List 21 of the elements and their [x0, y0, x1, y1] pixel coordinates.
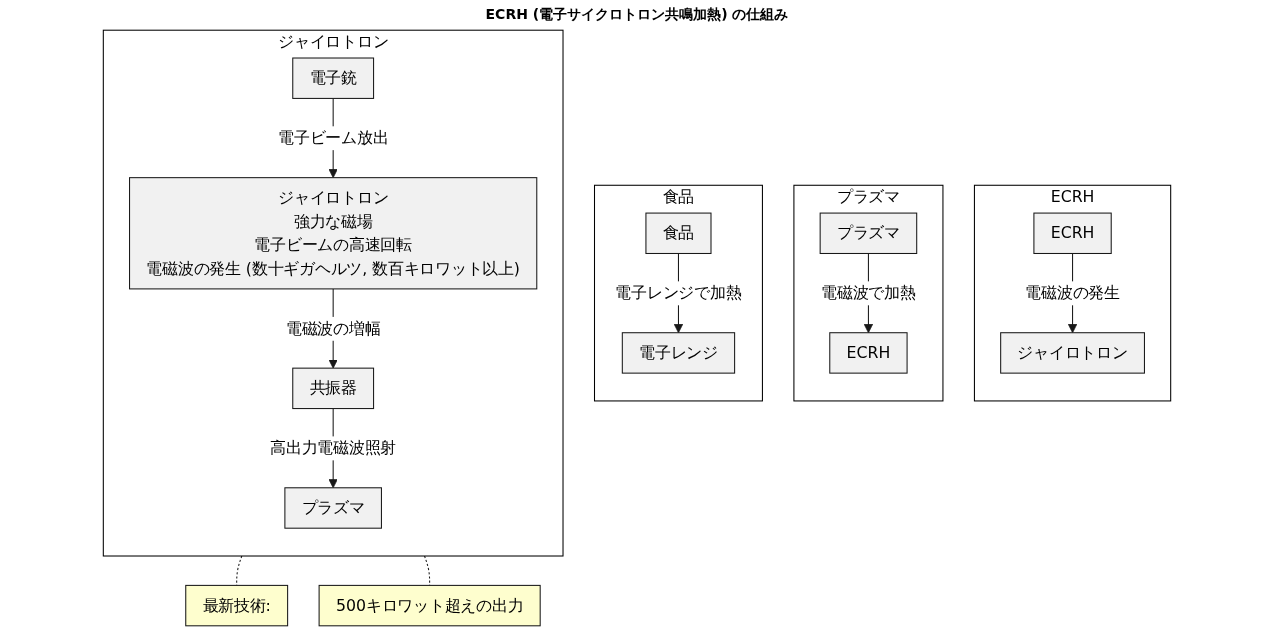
node-box: ECRH: [829, 332, 908, 374]
node-box: 最新技術:: [185, 584, 289, 627]
node-box: 500キロワット超えの出力: [318, 584, 541, 627]
connector: [236, 555, 243, 586]
node-box: 電子レンジ: [621, 332, 736, 374]
diagram-title: ECRH (電子サイクロトロン共鳴加熱) の仕組み: [485, 6, 789, 24]
node-box: 食品: [645, 212, 712, 254]
node-box: 共振器: [292, 367, 375, 410]
node-box: プラズマ: [284, 487, 382, 529]
node-box: 電子銃: [292, 57, 375, 99]
edge-label: 電子ビーム放出: [278, 128, 389, 148]
edge-label: 電磁波の増幅: [285, 318, 381, 338]
edge-label: 電磁波の発生: [1025, 283, 1120, 303]
node-box: プラズマ: [819, 212, 918, 254]
edge-label: 電磁波で加熱: [821, 283, 916, 303]
edge-label: 高出力電磁波照射: [270, 438, 397, 458]
edge-label: 電子レンジで加熱: [615, 283, 742, 303]
node-box: ECRH: [1033, 212, 1112, 254]
node-box: ジャイロトロン: [1000, 332, 1145, 374]
connector: [424, 555, 431, 586]
node-box: ジャイロトロン 強力な磁場 電子ビームの高速回転 電磁波の発生 (数十ギガヘルツ, 数百キロワット以上): [129, 177, 538, 290]
